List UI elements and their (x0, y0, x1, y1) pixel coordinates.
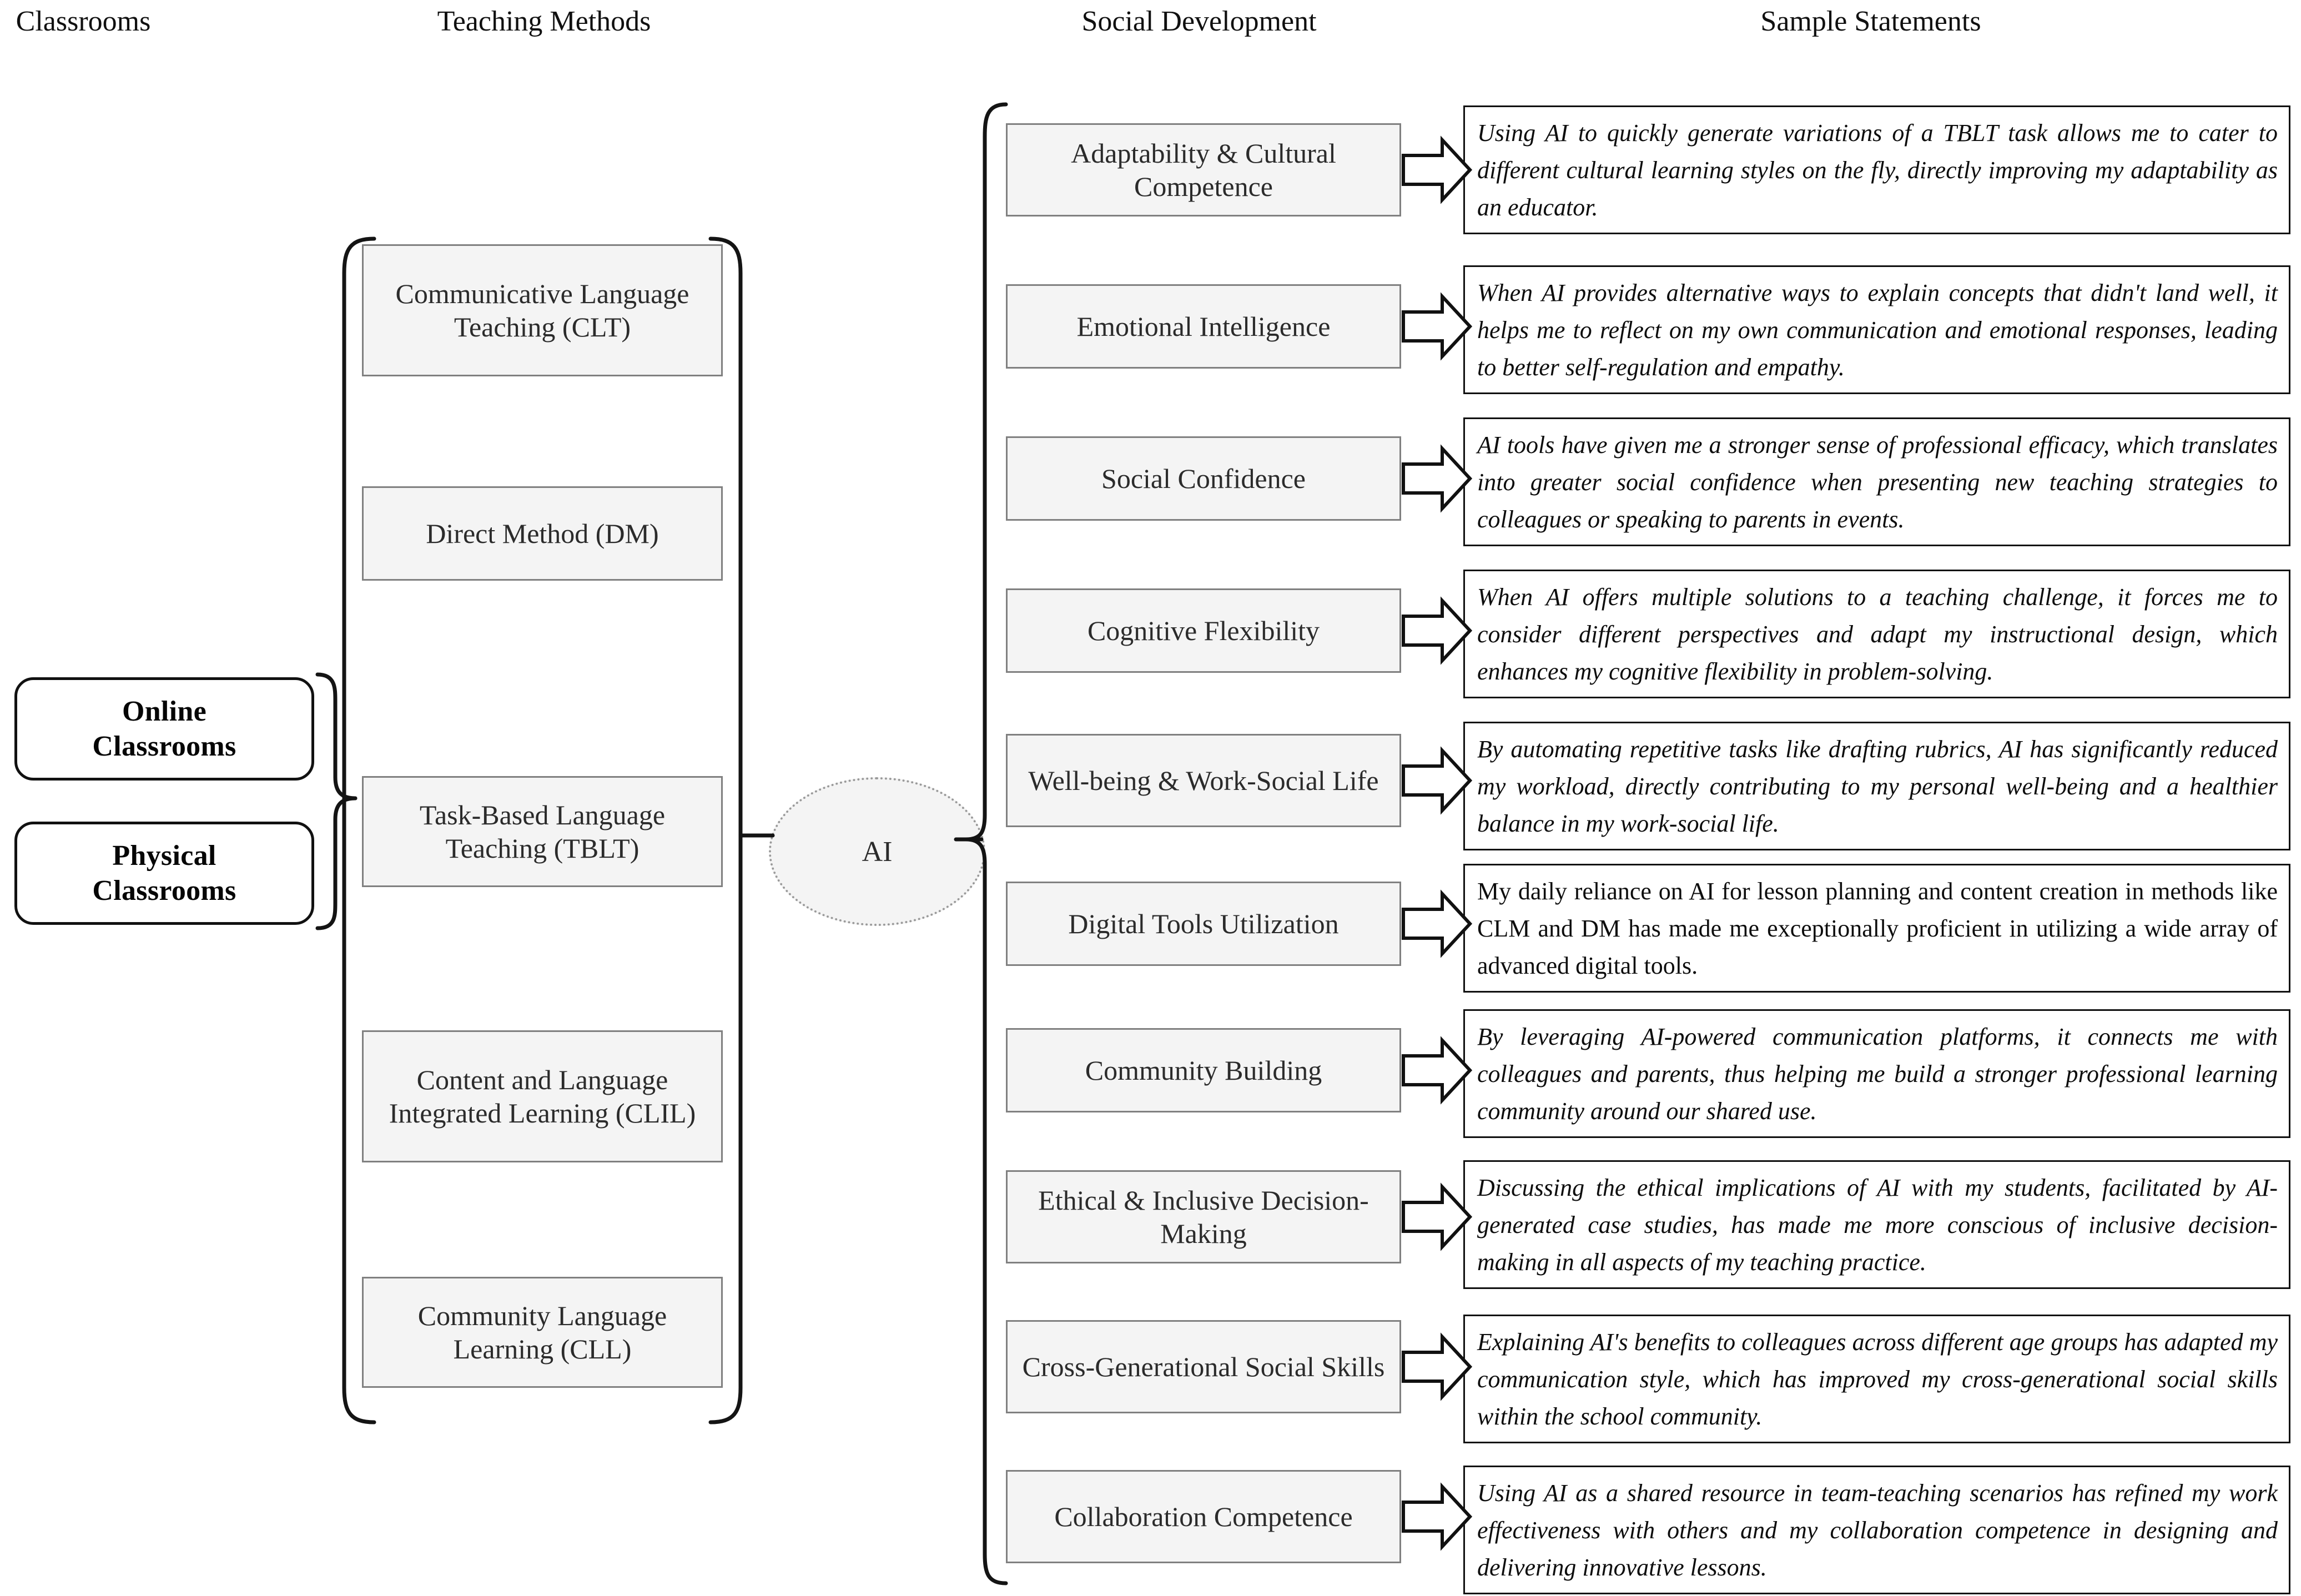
teaching-method-box-clt[interactable]: Communicative Language Teaching (CLT) (362, 244, 723, 376)
sample-statement-box-10: Using AI as a shared resource in team-te… (1463, 1466, 2290, 1594)
block-arrow-right-icon-6 (1402, 889, 1473, 958)
block-arrow-right-icon-10 (1402, 1482, 1473, 1551)
column-heading-sample-statements: Sample Statements (1760, 6, 1981, 37)
block-arrow-right-icon-2 (1402, 292, 1473, 361)
ai-hub-node[interactable]: AI (769, 777, 985, 926)
teaching-method-box-cll[interactable]: Community Language Learning (CLL) (362, 1277, 723, 1388)
sample-statement-box-8: Discussing the ethical implications of A… (1463, 1160, 2290, 1289)
social-development-box-ethical-inclusive-decision-making[interactable]: Ethical & Inclusive Decision-Making (1006, 1170, 1401, 1263)
block-arrow-right-icon-3 (1402, 444, 1473, 513)
teaching-method-box-tblt[interactable]: Task-Based Language Teaching (TBLT) (362, 776, 723, 887)
social-development-box-adaptability-cultural-competence[interactable]: Adaptability & Cultural Competence (1006, 123, 1401, 217)
sample-statement-box-7: By leveraging AI-powered communication p… (1463, 1009, 2290, 1138)
social-development-box-cross-generational-social-skills[interactable]: Cross-Generational Social Skills (1006, 1320, 1401, 1413)
block-arrow-right-icon-5 (1402, 746, 1473, 815)
sample-statement-box-3: AI tools have given me a stronger sense … (1463, 417, 2290, 546)
social-development-box-emotional-intelligence[interactable]: Emotional Intelligence (1006, 284, 1401, 369)
block-arrow-right-icon-8 (1402, 1182, 1473, 1251)
sample-statement-box-9: Explaining AI's benefits to colleagues a… (1463, 1315, 2290, 1443)
block-arrow-right-icon-9 (1402, 1332, 1473, 1401)
sample-statement-box-5: By automating repetitive tasks like draf… (1463, 722, 2290, 850)
teaching-method-box-dm[interactable]: Direct Method (DM) (362, 486, 723, 581)
column-heading-classrooms: Classrooms (16, 6, 151, 37)
block-arrow-right-icon-4 (1402, 596, 1473, 665)
social-development-box-digital-tools-utilization[interactable]: Digital Tools Utilization (1006, 882, 1401, 966)
social-development-box-cognitive-flexibility[interactable]: Cognitive Flexibility (1006, 588, 1401, 673)
block-arrow-right-icon-7 (1402, 1036, 1473, 1105)
classrooms-right-curly-brace (315, 672, 358, 930)
block-arrow-right-icon-1 (1402, 135, 1473, 204)
sample-statement-box-4: When AI offers multiple solutions to a t… (1463, 570, 2290, 698)
column-heading-teaching-methods: Teaching Methods (437, 6, 651, 37)
arrow-group (1402, 135, 1473, 1551)
column-heading-social-development: Social Development (1081, 6, 1317, 37)
social-development-box-social-confidence[interactable]: Social Confidence (1006, 436, 1401, 521)
sample-statement-box-2: When AI provides alternative ways to exp… (1463, 265, 2290, 394)
social-development-box-collaboration-competence[interactable]: Collaboration Competence (1006, 1470, 1401, 1563)
sample-statement-box-1: Using AI to quickly generate variations … (1463, 105, 2290, 234)
teaching-method-box-clil[interactable]: Content and Language Integrated Learning… (362, 1030, 723, 1162)
sample-statement-box-6: My daily reliance on AI for lesson plann… (1463, 864, 2290, 993)
social-development-box-community-building[interactable]: Community Building (1006, 1028, 1401, 1112)
social-development-box-wellbeing-work-social-life[interactable]: Well-being & Work-Social Life (1006, 734, 1401, 827)
